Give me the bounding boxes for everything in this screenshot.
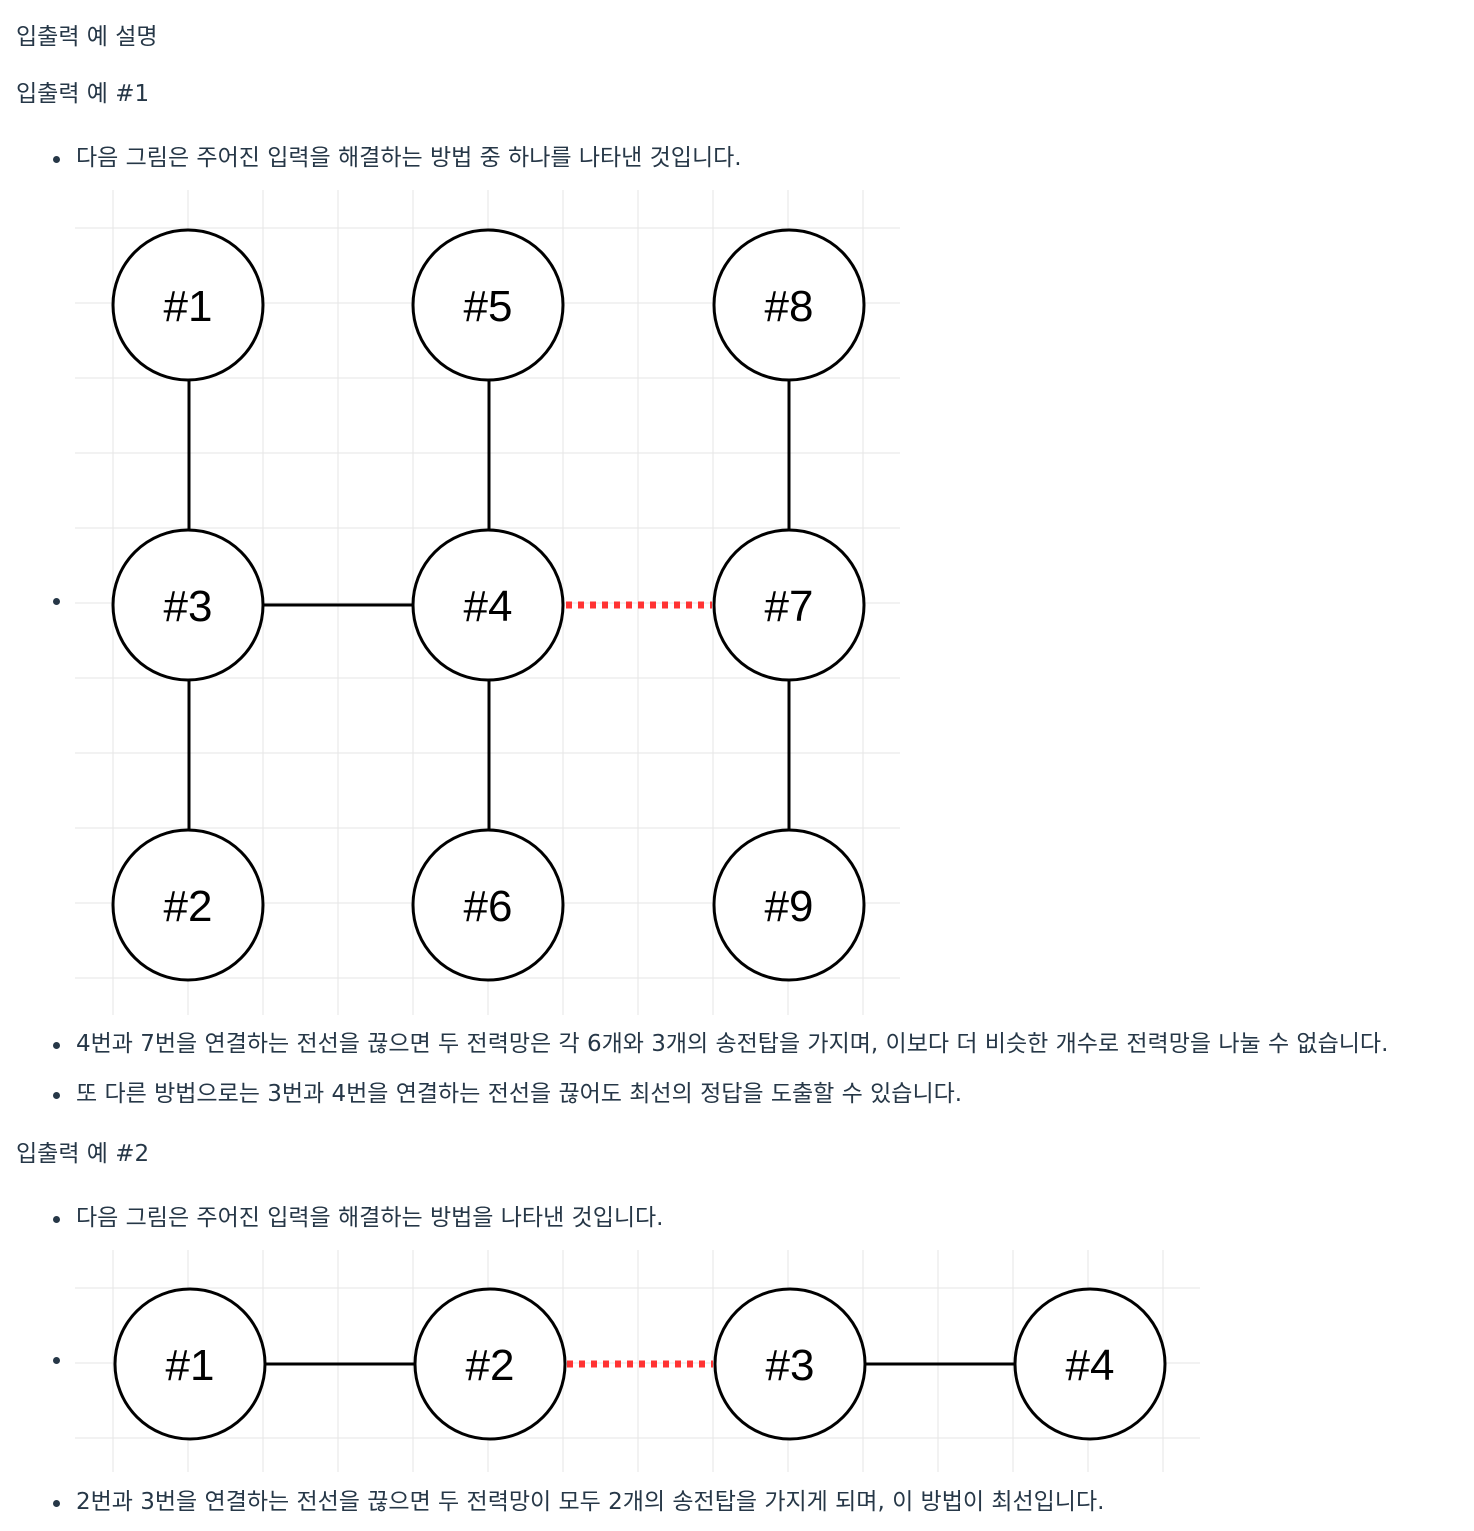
- bullet: [53, 598, 60, 605]
- bullet: [53, 156, 60, 163]
- example-1-graph-figure: #1 #5 #8 #3 #4 #7 #2 #6 #9: [75, 190, 900, 1015]
- svg-text:#3: #3: [766, 1341, 815, 1390]
- bullet: [53, 1092, 60, 1099]
- svg-text:#4: #4: [464, 582, 513, 631]
- svg-text:#1: #1: [164, 282, 213, 331]
- svg-text:#3: #3: [164, 582, 213, 631]
- example-2-graph-figure: #1 #2 #3 #4: [75, 1250, 1200, 1472]
- example-1-intro: 다음 그림은 주어진 입력을 해결하는 방법 중 하나를 나타낸 것입니다.: [76, 145, 742, 171]
- node-1: #1: [111, 228, 265, 382]
- example-1-heading: 입출력 예 #1: [16, 81, 150, 107]
- node-5: #5: [411, 228, 565, 382]
- example-2-intro: 다음 그림은 주어진 입력을 해결하는 방법을 나타낸 것입니다.: [76, 1205, 664, 1231]
- svg-text:#8: #8: [765, 282, 814, 331]
- svg-text:#4: #4: [1066, 1341, 1115, 1390]
- section-title: 입출력 예 설명: [16, 24, 158, 50]
- node-9: #9: [712, 828, 866, 982]
- example-1-note-2: 또 다른 방법으로는 3번과 4번을 연결하는 전선을 끊어도 최선의 정답을 …: [76, 1081, 963, 1107]
- svg-text:#2: #2: [164, 882, 213, 931]
- node-1: #1: [113, 1287, 267, 1441]
- svg-text:#9: #9: [765, 882, 814, 931]
- node-2: #2: [111, 828, 265, 982]
- node-2: #2: [413, 1287, 567, 1441]
- svg-text:#1: #1: [166, 1341, 215, 1390]
- node-3: #3: [713, 1287, 867, 1441]
- bullet: [53, 1042, 60, 1049]
- node-4: #4: [411, 528, 565, 682]
- bullet: [53, 1357, 60, 1364]
- node-7: #7: [712, 528, 866, 682]
- example-2-heading: 입출력 예 #2: [16, 1141, 150, 1167]
- svg-text:#2: #2: [466, 1341, 515, 1390]
- node-8: #8: [712, 228, 866, 382]
- node-3: #3: [111, 528, 265, 682]
- svg-text:#5: #5: [464, 282, 513, 331]
- bullet: [53, 1500, 60, 1507]
- svg-text:#7: #7: [765, 582, 814, 631]
- example-2-note-1: 2번과 3번을 연결하는 전선을 끊으면 두 전력망이 모두 2개의 송전탑을 …: [76, 1489, 1105, 1515]
- node-4: #4: [1013, 1287, 1167, 1441]
- node-6: #6: [411, 828, 565, 982]
- svg-text:#6: #6: [464, 882, 513, 931]
- example-1-note-1: 4번과 7번을 연결하는 전선을 끊으면 두 전력망은 각 6개와 3개의 송전…: [76, 1031, 1389, 1057]
- bullet: [53, 1216, 60, 1223]
